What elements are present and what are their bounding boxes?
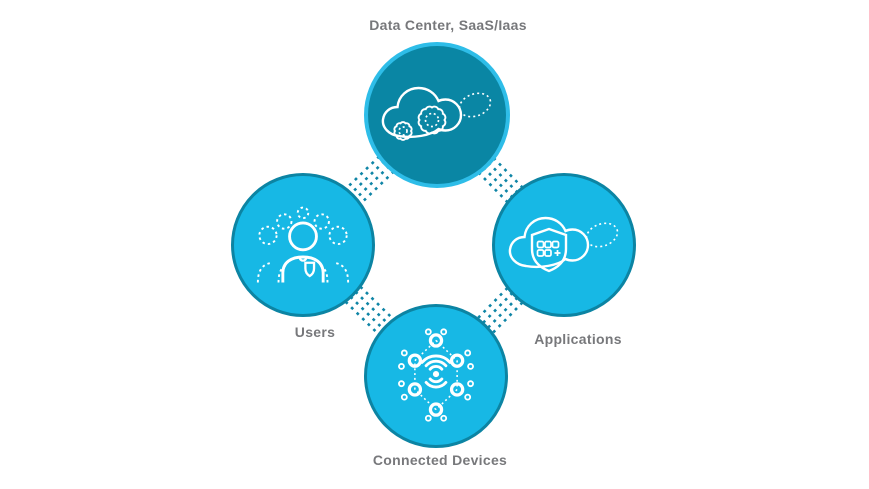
node-applications: [492, 173, 636, 317]
cloud-app-shield-icon: [508, 216, 619, 273]
label-connected-devices: Connected Devices: [372, 452, 508, 468]
cloud-gears-icon: [381, 86, 492, 141]
node-users: [231, 173, 375, 317]
node-data-center: [364, 42, 510, 188]
gear-large: [417, 105, 447, 135]
label-data-center: Data Center, SaaS/Iaas: [369, 17, 527, 33]
iot-network-icon: [398, 328, 474, 422]
gear-small: [393, 121, 413, 141]
label-users: Users: [294, 324, 336, 340]
iot-satellite-nodes: [398, 328, 474, 422]
node-connected-devices: [364, 304, 508, 448]
app-grid: [536, 240, 561, 257]
label-applications: Applications: [534, 331, 622, 347]
user-group-icon: [256, 206, 350, 283]
wifi-signal-icon: [420, 354, 452, 389]
